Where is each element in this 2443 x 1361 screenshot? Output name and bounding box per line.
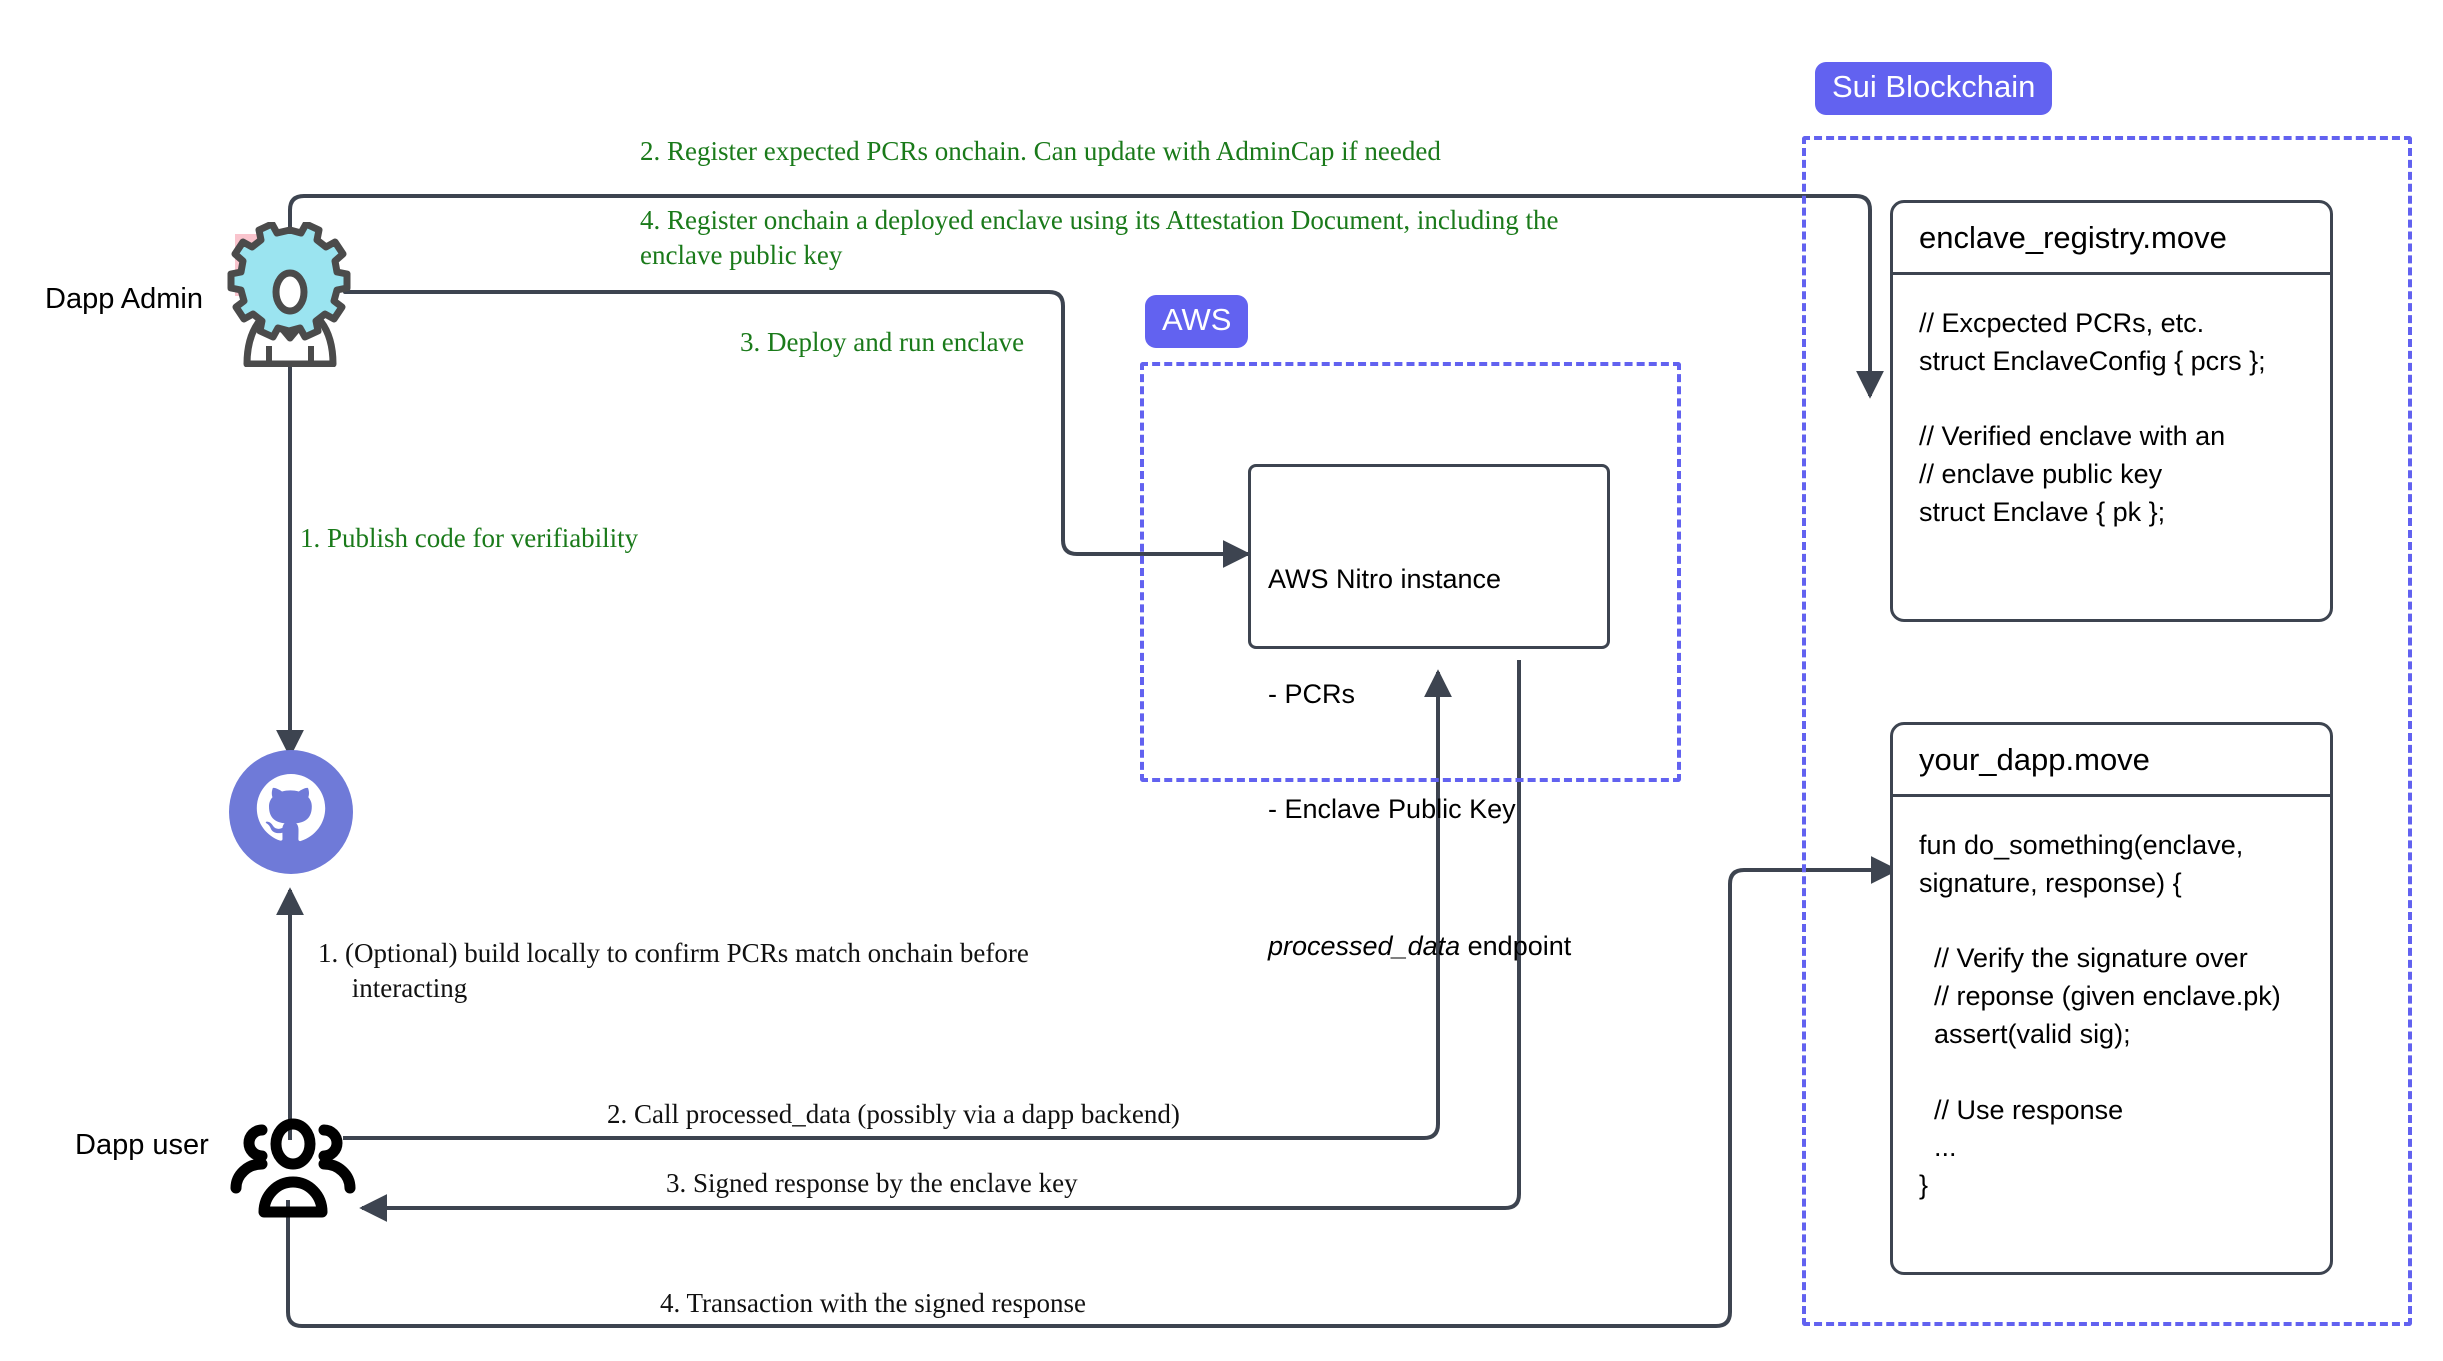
- nitro-endpoint-name: processed_data: [1268, 930, 1461, 961]
- actor-label-dapp-user: Dapp user: [75, 1129, 209, 1161]
- user-center-body: [258, 1176, 328, 1218]
- step-label-deploy-enclave: 3. Deploy and run enclave: [740, 327, 1025, 357]
- aws-region: [1140, 362, 1681, 782]
- aws-nitro-instance-box: AWS Nitro instance - PCRs - Enclave Publ…: [1248, 464, 1610, 961]
- step-label-signed-response: 3. Signed response by the enclave key: [666, 1168, 1078, 1198]
- nitro-bullet-pcrs: - PCRs: [1268, 678, 1355, 709]
- module-body-your-dapp: fun do_something(enclave, signature, res…: [1919, 830, 2281, 1201]
- module-body-enclave-registry: // Excpected PCRs, etc. struct EnclaveCo…: [1919, 308, 2266, 527]
- module-box-your-dapp: your_dapp.move fun do_something(enclave,…: [1890, 722, 2333, 1275]
- nitro-endpoint-suffix: endpoint: [1460, 930, 1572, 961]
- user-left-head: [243, 1124, 268, 1162]
- step-label-transaction: 4. Transaction with the signed response: [660, 1288, 1086, 1318]
- github-circle-shape: [229, 750, 353, 874]
- user-center-head: [270, 1118, 316, 1170]
- step-label-publish-code: 1. Publish code for verifiability: [300, 523, 639, 553]
- step-label-register-pcrs: 2. Register expected PCRs onchain. Can u…: [640, 136, 1441, 166]
- module-title-enclave-registry: enclave_registry.move: [1893, 203, 2330, 275]
- dapp-admin-avatar: [227, 222, 351, 367]
- step-label-register-enclave: 4. Register onchain a deployed enclave u…: [640, 205, 1559, 270]
- user-left-body: [230, 1158, 268, 1194]
- dapp-user-group-icon: [230, 1118, 356, 1218]
- actor-label-dapp-admin: Dapp Admin: [45, 283, 203, 315]
- sui-blockchain-region: [1802, 136, 2412, 1326]
- github-octocat-icon: [229, 750, 353, 874]
- nitro-title: AWS Nitro instance: [1268, 563, 1502, 594]
- user-right-body: [318, 1158, 356, 1194]
- sui-blockchain-badge: Sui Blockchain: [1815, 62, 2053, 115]
- step-label-call-processed-data: 2. Call processed_data (possibly via a d…: [607, 1099, 1180, 1129]
- user-right-head: [318, 1124, 343, 1162]
- module-box-enclave-registry: enclave_registry.move // Excpected PCRs,…: [1890, 200, 2333, 622]
- nitro-endpoint-line: processed_data endpoint: [1268, 927, 1607, 965]
- gear-icon: [227, 222, 351, 341]
- nitro-bullet-enclave-key: - Enclave Public Key: [1268, 793, 1516, 824]
- module-title-your-dapp: your_dapp.move: [1893, 725, 2330, 797]
- step-label-build-locally: 1. (Optional) build locally to confirm P…: [318, 938, 1029, 1003]
- aws-badge: AWS: [1145, 295, 1249, 348]
